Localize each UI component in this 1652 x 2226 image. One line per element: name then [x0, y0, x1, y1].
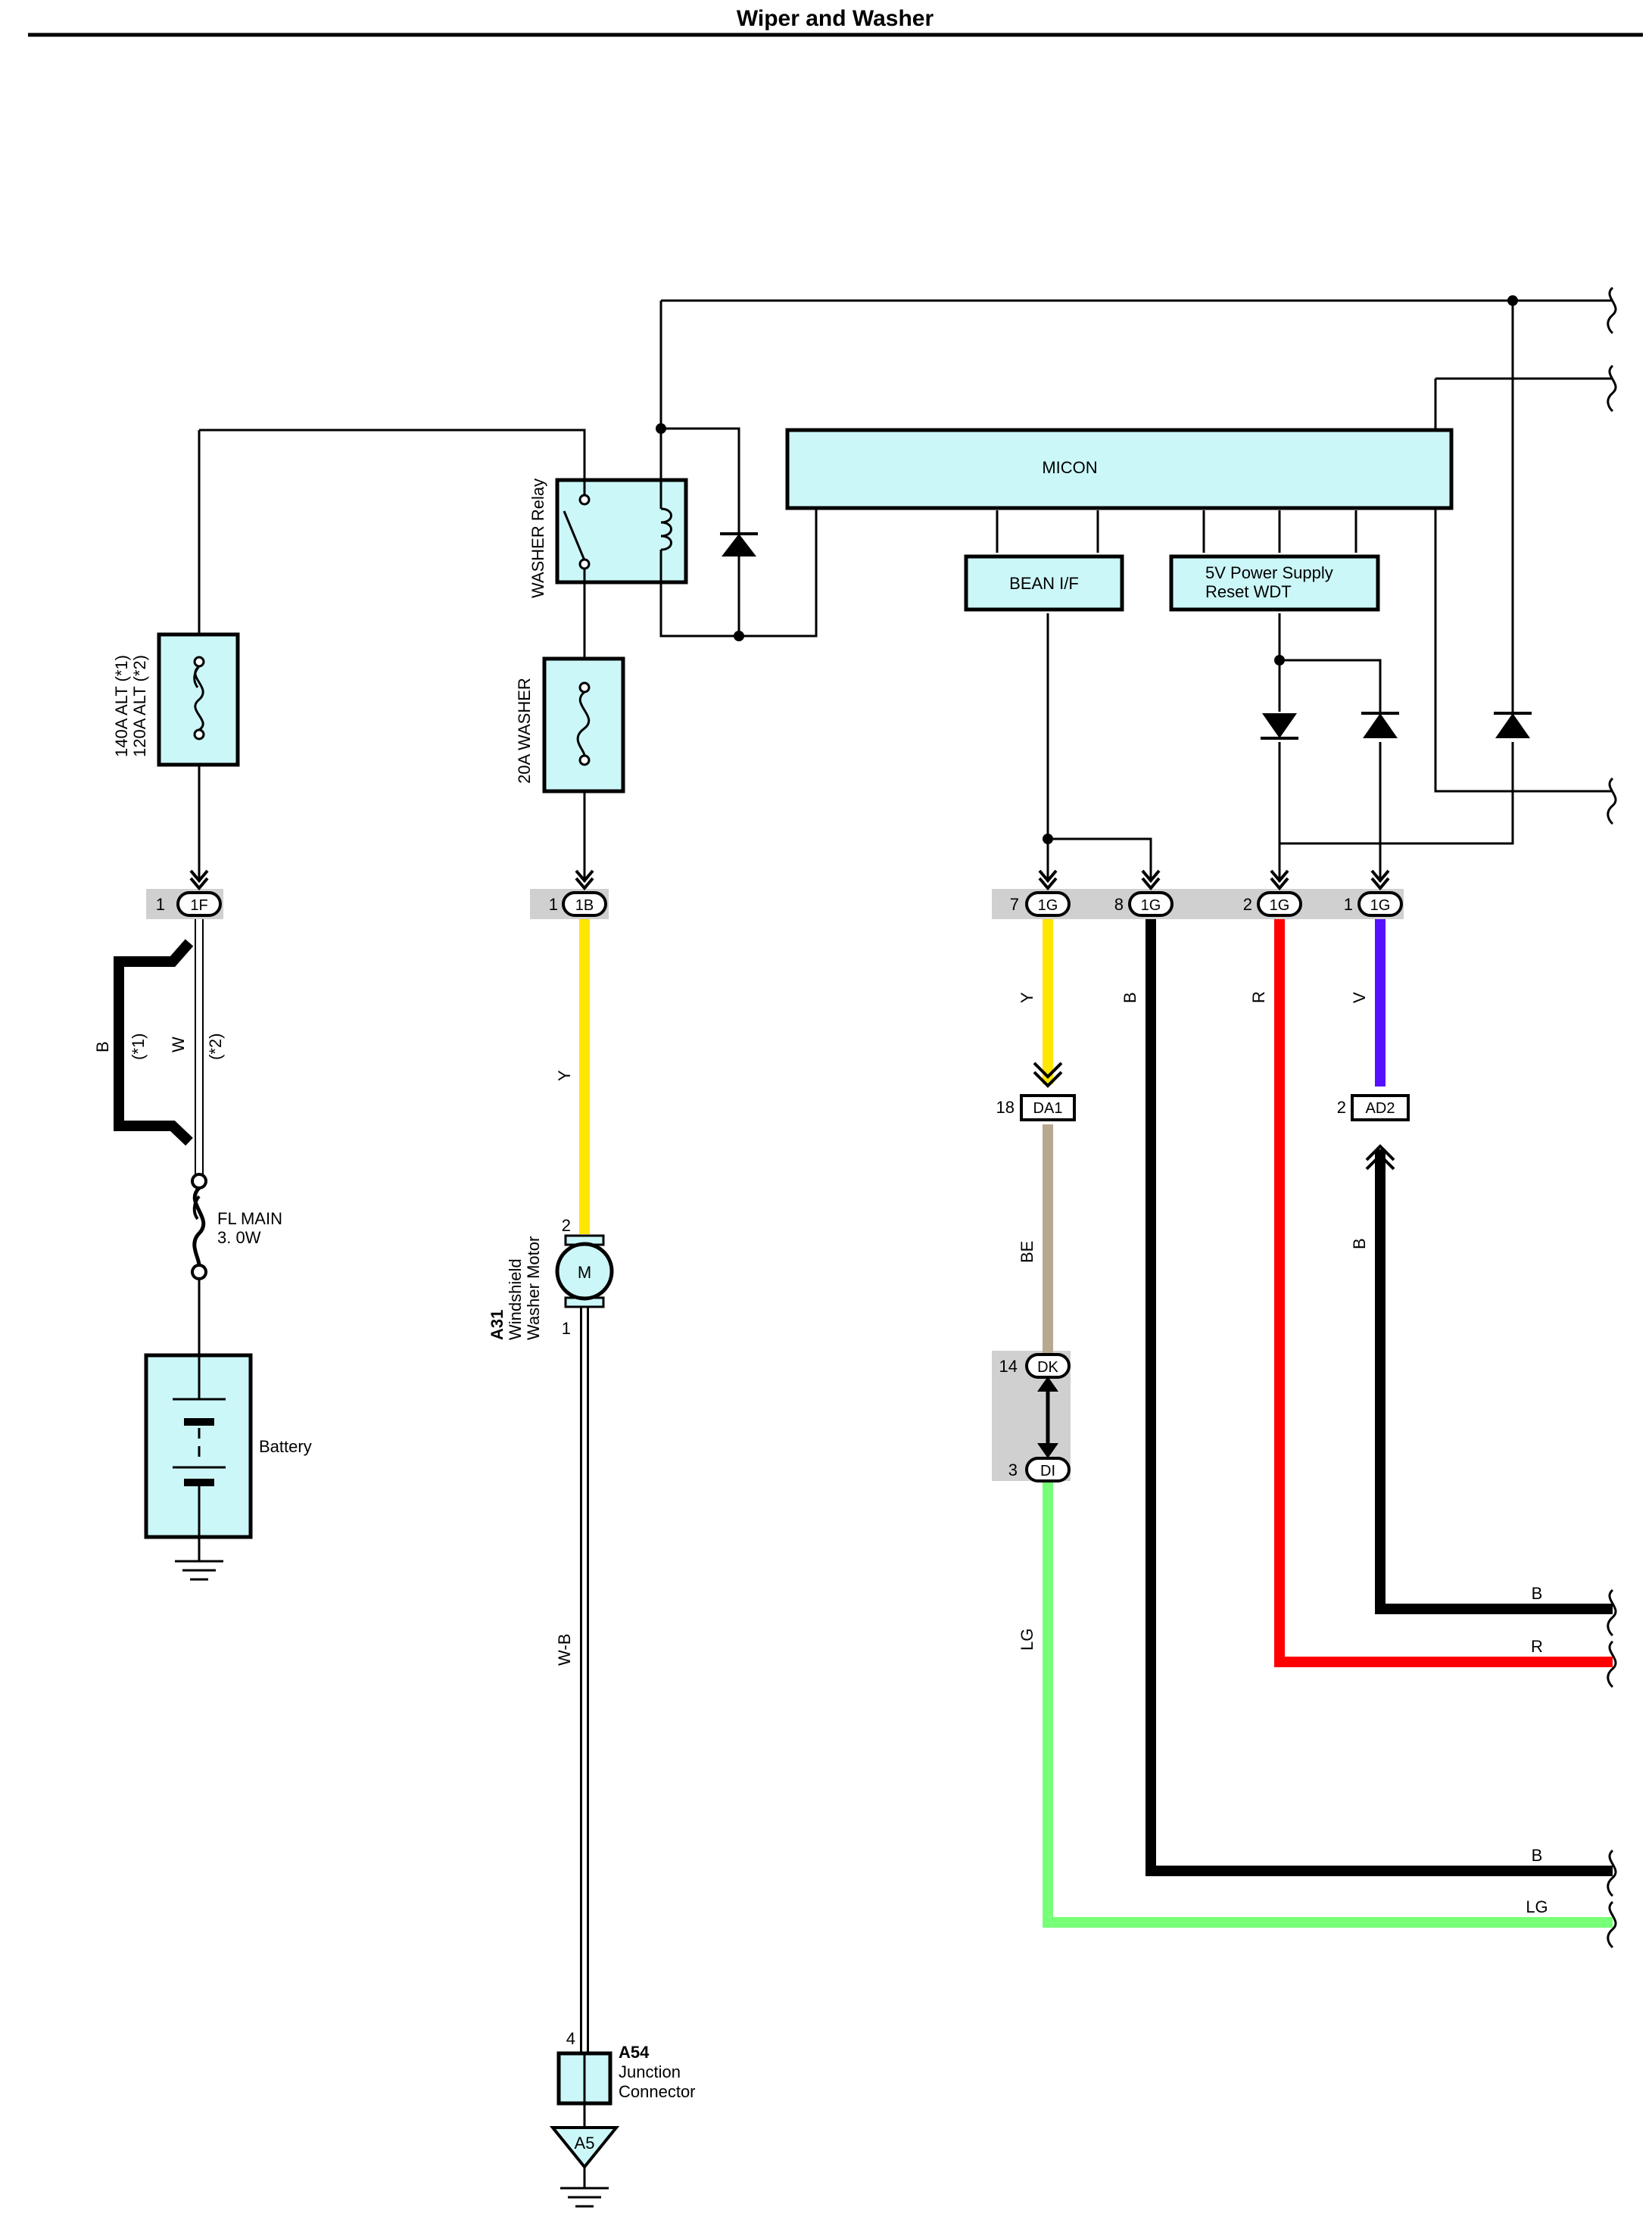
connector-di: DI: [1040, 1463, 1055, 1479]
wire-label-g2-r: R: [1249, 991, 1268, 1003]
ground-point-a5: [549, 2126, 620, 2170]
connector-ad2: AD2: [1366, 1100, 1395, 1117]
alt-fuse-label-2: 120A ALT (*2): [130, 655, 149, 757]
pin-dk: 14: [999, 1357, 1018, 1376]
motor-pin-bottom: 1: [562, 1319, 571, 1338]
washer-motor-icon: [555, 1234, 614, 1308]
fl-main-fusible-link: [191, 1173, 207, 1355]
connector-1b: 1B: [575, 897, 594, 914]
ground-id: A5: [575, 2134, 595, 2153]
wire-label-out-b2: B: [1532, 1846, 1543, 1865]
fl-main-label-2: 3. 0W: [217, 1228, 261, 1247]
pin-1g-2: 2: [1243, 895, 1252, 914]
washer-relay-box: [555, 478, 688, 585]
wire-label-bean-be: BE: [1018, 1241, 1036, 1263]
motor-id: A31: [488, 1310, 507, 1340]
junction-id: A54: [619, 2043, 650, 2062]
wire-label-washer-y: Y: [555, 1070, 574, 1081]
wire-label-out-lg: LG: [1526, 1897, 1548, 1916]
wire-label-bean-lg: LG: [1018, 1629, 1036, 1651]
pin-ad2: 2: [1337, 1098, 1346, 1117]
wire-label-alt-w: W: [169, 1037, 188, 1052]
micon-box: [785, 428, 1454, 510]
connector-1g-8: 1G: [1141, 897, 1161, 914]
junction-label-1: Junction: [619, 2062, 681, 2081]
pin-1b: 1: [549, 895, 558, 914]
wire-break-marks: [1607, 286, 1617, 1949]
wire-note-alt-b: (*1): [129, 1034, 148, 1060]
connector-ovals: [176, 891, 1410, 1482]
pin-di: 3: [1008, 1461, 1018, 1479]
diode-micon: [1494, 712, 1532, 738]
wire-label-alt-b: B: [93, 1041, 112, 1052]
relay-coil-icon: [659, 480, 672, 582]
connector-da1: DA1: [1033, 1100, 1063, 1117]
wire-label-motor-wb: W-B: [555, 1634, 574, 1666]
diode-ps-2: [1361, 712, 1399, 738]
wire-label-ad2-b: B: [1350, 1238, 1369, 1249]
connector-1g-2: 1G: [1270, 897, 1290, 914]
wire-label-out-b1: B: [1532, 1584, 1543, 1603]
battery-label: Battery: [259, 1437, 312, 1456]
pin-da1: 18: [996, 1098, 1015, 1117]
colored-wires: [114, 919, 1613, 2053]
battery-icon: [173, 1355, 226, 1537]
bean-if-label: BEAN I/F: [1009, 574, 1079, 593]
washer-relay-label: WASHER Relay: [528, 479, 547, 598]
diode-relay: [720, 532, 758, 556]
battery-ground-icon: [175, 1537, 223, 1581]
bean-if-box: [964, 554, 1124, 612]
pin-1g-1: 1: [1344, 895, 1353, 914]
motor-label-1: Windshield: [506, 1258, 525, 1340]
alt-fuse-label-1: 140A ALT (*1): [112, 655, 131, 757]
micon-label: MICON: [1042, 458, 1097, 477]
power-supply-label-2: Reset WDT: [1205, 582, 1292, 601]
dk-di-link-icon: [1037, 1376, 1058, 1458]
motor-pin-top: 2: [562, 1216, 571, 1235]
motor-label-2: Washer Motor: [524, 1236, 543, 1340]
connector-1g-1: 1G: [1370, 897, 1391, 914]
connector-1g-7: 1G: [1038, 897, 1058, 914]
connector-arrows: [189, 869, 1390, 891]
fl-main-label-1: FL MAIN: [217, 1209, 282, 1228]
motor-ground-icon: [560, 2167, 609, 2208]
washer-fuse-icon: [576, 681, 591, 766]
wire-label-g8-b: B: [1121, 992, 1139, 1003]
ad2-chevron: [1365, 1144, 1395, 1171]
alt-fuse-icon: [193, 656, 205, 740]
wire-label-bean-y: Y: [1018, 992, 1036, 1003]
pin-1g-8: 8: [1114, 895, 1124, 914]
connector-dk: DK: [1037, 1359, 1058, 1376]
power-supply-label-1: 5V Power Supply: [1205, 563, 1333, 582]
wire-label-out-r: R: [1531, 1637, 1543, 1656]
relay-switch-icon: [563, 479, 591, 585]
washer-fuse-box: [542, 656, 625, 793]
washer-fuse-label: 20A WASHER: [515, 678, 534, 784]
page-title: Wiper and Washer: [737, 6, 934, 31]
pin-1g-7: 7: [1010, 895, 1019, 914]
junction-pin: 4: [566, 2029, 575, 2048]
da1-chevron: [1033, 1062, 1063, 1088]
wire-note-alt-w: (*2): [206, 1034, 225, 1060]
power-supply-box: [1169, 554, 1380, 612]
upper-wiring: [198, 295, 1613, 882]
diode-ps-1: [1261, 713, 1298, 740]
wire-label-g1-v: V: [1350, 992, 1369, 1003]
motor-symbol: M: [578, 1263, 591, 1282]
junction-label-2: Connector: [619, 2082, 696, 2101]
pin-1f: 1: [156, 895, 165, 914]
connector-1f: 1F: [190, 897, 207, 914]
